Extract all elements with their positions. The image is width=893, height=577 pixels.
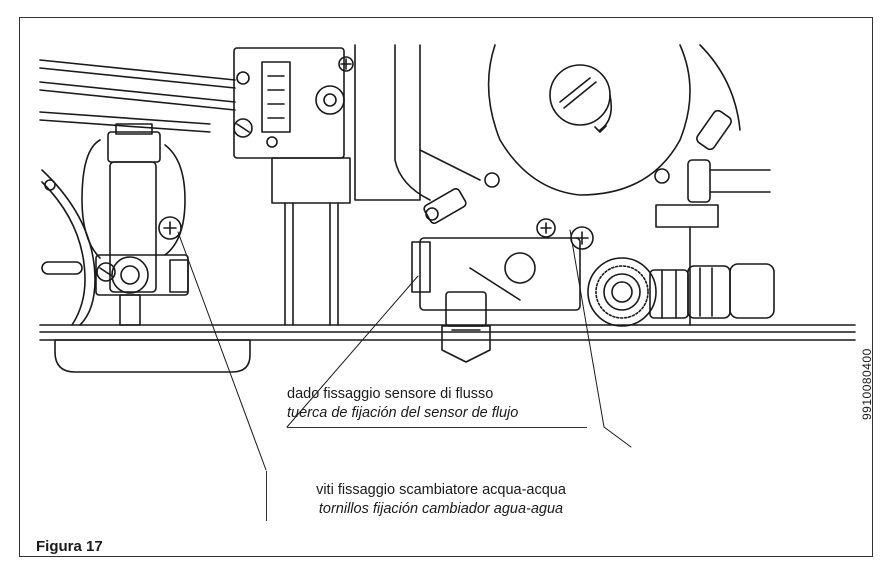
circulation-pump [484,44,741,196]
drip-tray [54,339,251,373]
figure-code: 9910080400 [860,348,874,420]
screw-center [536,218,556,238]
figure-title: Figura 17 [36,538,103,555]
callout-underline [287,427,587,428]
exchanger-screws-callout: viti fissaggio scambiatore acqua-acqua t… [266,471,616,521]
knurled-knob [587,257,775,327]
chassis-plate [39,324,856,341]
callout-bracket [266,471,267,521]
right-fittings [655,159,771,326]
pump-housing [354,44,481,201]
flow-sensor-nut-label-es: tuerca de fijación del sensor de flujo [287,405,519,421]
screw-left [158,216,182,240]
left-round-body [41,169,96,326]
leader-lines [177,229,632,471]
exchanger-valve-left [81,123,189,326]
exchanger-screws-label-it: viti fissaggio scambiatore acqua-acqua [316,482,566,498]
gas-valve-block [233,47,354,326]
flow-sensor-nut-callout: dado fissaggio sensore di flusso tuerca … [287,385,607,428]
flow-sensor-manifold [411,188,581,363]
exchanger-screws-label-es: tornillos fijación cambiador agua-agua [318,501,564,517]
flow-sensor-nut-label-it: dado fissaggio sensore di flusso [287,386,494,402]
top-left-tubes [39,59,236,133]
figure-frame [19,17,873,557]
